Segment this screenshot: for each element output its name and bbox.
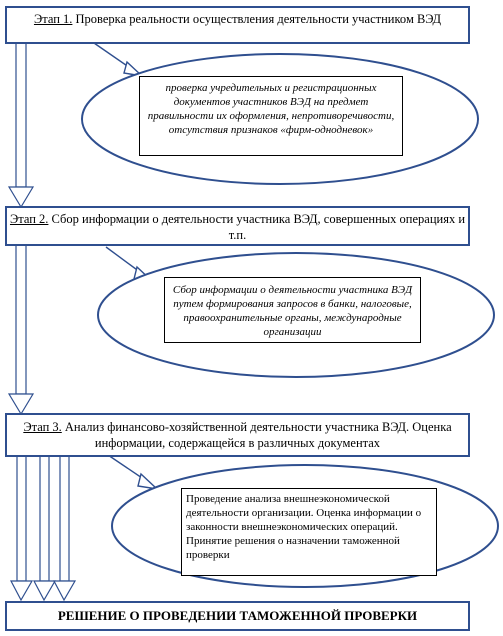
stage-1-box: Этап 1. Проверка реальности осуществлени… bbox=[5, 6, 470, 44]
note-3-text: Проведение анализа внешнеэкономической д… bbox=[186, 493, 422, 561]
note-1-text: проверка учредительных и регистрационных… bbox=[147, 82, 395, 136]
stage-3-text: Анализ финансово-хозяйственной деятельно… bbox=[64, 420, 452, 450]
note-2-text: Сбор информации о деятельности участника… bbox=[172, 284, 413, 338]
note-3-box: Проведение анализа внешнеэкономической д… bbox=[181, 488, 437, 576]
stage-2-box: Этап 2. Сбор информации о деятельности у… bbox=[5, 206, 470, 246]
detail-arrow-3 bbox=[107, 454, 160, 491]
stage-3-box: Этап 3. Анализ финансово-хозяйственной д… bbox=[5, 413, 470, 457]
flow-arrows-3-to-final bbox=[10, 455, 77, 602]
detail-arrow-1 bbox=[93, 42, 145, 78]
note-1-box: проверка учредительных и регистрационных… bbox=[139, 76, 403, 156]
stage-2-text: Сбор информации о деятельности участника… bbox=[51, 212, 466, 242]
final-decision-text: РЕШЕНИЕ О ПРОВЕДЕНИИ ТАМОЖЕННОЙ ПРОВЕРКИ bbox=[57, 608, 418, 623]
stage-1-text: Проверка реальности осуществления деятел… bbox=[75, 12, 442, 26]
stage-3-label: Этап 3. bbox=[23, 420, 62, 434]
note-2-box: Сбор информации о деятельности участника… bbox=[164, 277, 421, 343]
stage-1-label: Этап 1. bbox=[33, 12, 73, 26]
flow-arrow-1-to-2 bbox=[7, 41, 35, 209]
flow-arrow-2-to-3 bbox=[7, 243, 35, 416]
stage-2-label: Этап 2. bbox=[9, 212, 49, 226]
final-decision-box: РЕШЕНИЕ О ПРОВЕДЕНИИ ТАМОЖЕННОЙ ПРОВЕРКИ bbox=[5, 601, 470, 631]
